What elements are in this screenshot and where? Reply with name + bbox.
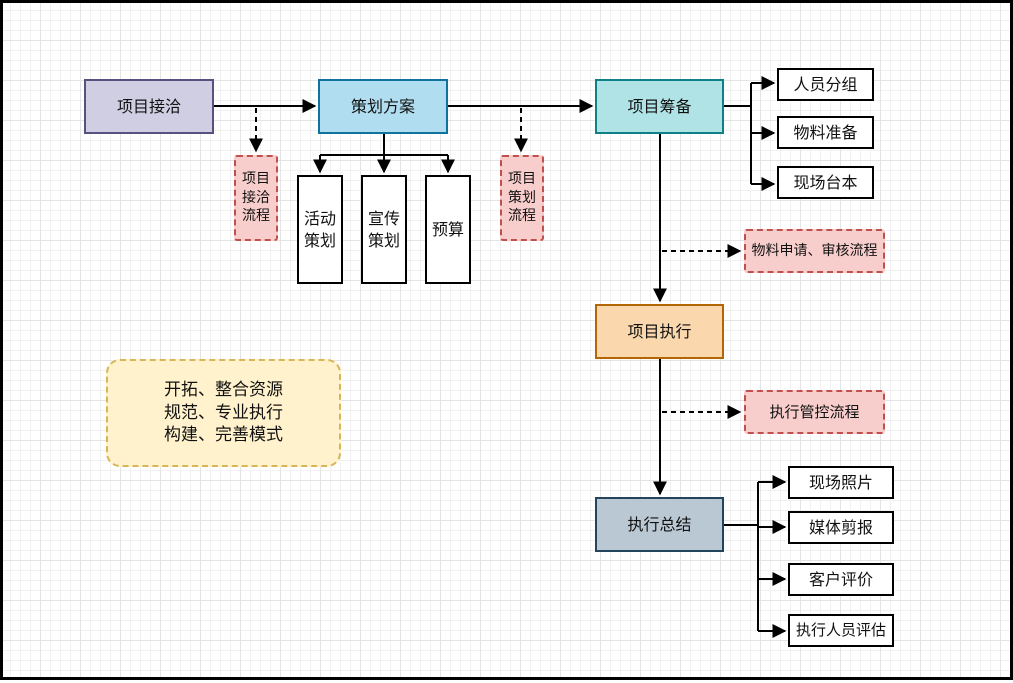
material-prep-label: 物料准备 [793, 122, 858, 142]
activity-plan-line-2: 策划 [303, 230, 336, 250]
node-staff-grouping[interactable]: 人员分组 [777, 68, 874, 101]
node-planning-flow[interactable]: 项目 策划 流程 [500, 155, 544, 241]
planning-flow-line-3: 流程 [508, 208, 536, 225]
node-project-preparation-label: 项目筹备 [627, 96, 692, 116]
node-media-clippings[interactable]: 媒体剪报 [788, 511, 894, 544]
node-project-intake[interactable]: 项目接洽 [84, 79, 214, 134]
node-project-execution[interactable]: 项目执行 [595, 304, 724, 359]
planning-flow-line-2: 策划 [508, 189, 536, 206]
node-staff-evaluation[interactable]: 执行人员评估 [788, 614, 894, 647]
node-publicity-plan[interactable]: 宣传 策划 [361, 175, 407, 284]
note-principles: 开拓、整合资源 规范、专业执行 构建、完善模式 [106, 359, 341, 467]
node-material-prep[interactable]: 物料准备 [777, 116, 874, 149]
node-planning-proposal[interactable]: 策划方案 [318, 79, 448, 134]
node-material-approval-flow[interactable]: 物料申请、审核流程 [744, 229, 885, 273]
node-onsite-photos[interactable]: 现场照片 [788, 466, 894, 499]
staff-evaluation-label: 执行人员评估 [795, 621, 886, 640]
edge-prep-bus [724, 83, 752, 184]
note-line-1: 开拓、整合资源 [164, 379, 283, 400]
intake-flow-line-3: 流程 [242, 208, 270, 225]
intake-flow-line-2: 接洽 [242, 189, 270, 206]
note-line-2: 规范、专业执行 [164, 402, 283, 423]
staff-grouping-label: 人员分组 [793, 74, 858, 94]
execution-flow-label: 执行管控流程 [769, 402, 860, 421]
node-onsite-script[interactable]: 现场台本 [777, 166, 874, 199]
onsite-photos-label: 现场照片 [808, 472, 873, 492]
publicity-plan-line-1: 宣传 [367, 208, 400, 228]
node-project-preparation[interactable]: 项目筹备 [595, 79, 724, 134]
media-clippings-label: 媒体剪报 [808, 517, 873, 537]
intake-flow-line-1: 项目 [242, 170, 270, 187]
publicity-plan-line-2: 策划 [367, 230, 400, 250]
node-intake-flow[interactable]: 项目 接洽 流程 [234, 155, 278, 241]
node-client-review[interactable]: 客户评价 [788, 563, 894, 596]
activity-plan-line-1: 活动 [303, 208, 336, 228]
edge-summary-bus [724, 482, 759, 631]
material-flow-label: 物料申请、审核流程 [751, 242, 878, 259]
node-planning-proposal-label: 策划方案 [350, 96, 415, 116]
connector-layer [214, 76, 787, 638]
node-activity-plan[interactable]: 活动 策划 [297, 175, 343, 284]
node-execution-summary-label: 执行总结 [627, 514, 692, 534]
node-execution-summary[interactable]: 执行总结 [595, 497, 724, 552]
node-project-execution-label: 项目执行 [627, 321, 692, 341]
node-project-intake-label: 项目接洽 [116, 96, 181, 116]
onsite-script-label: 现场台本 [793, 172, 858, 192]
node-budget[interactable]: 预算 [425, 175, 471, 284]
budget-line-1: 预算 [431, 219, 464, 239]
note-line-3: 构建、完善模式 [164, 425, 283, 446]
planning-flow-line-1: 项目 [508, 170, 536, 187]
node-execution-control-flow[interactable]: 执行管控流程 [744, 390, 885, 434]
client-review-label: 客户评价 [808, 569, 873, 589]
edge-planning-bus [320, 134, 448, 156]
